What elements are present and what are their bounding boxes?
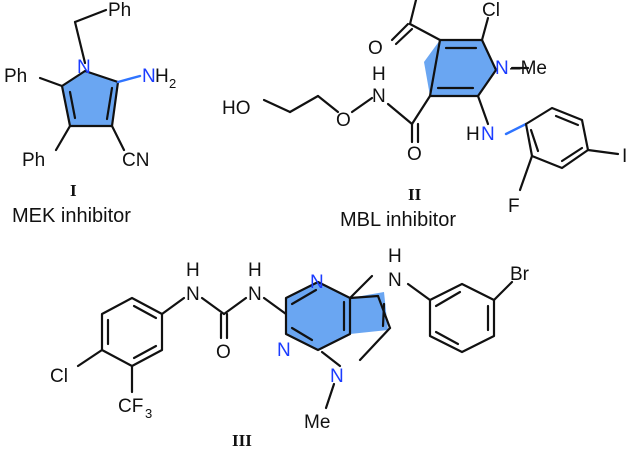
- compound-III-aryl-ring: [100, 296, 164, 368]
- compound-III-pyr-n1: N: [310, 272, 324, 293]
- compound-II: Cl N –Me O H N O HO O H N F I II MBL inh…: [222, 0, 627, 231]
- compound-III-pyrrole-n: N: [330, 366, 344, 387]
- compound-I-ph-left-bond: [38, 76, 64, 88]
- compound-III-br: Br: [510, 264, 530, 285]
- compound-I-pyrrole-ring: [62, 71, 118, 126]
- compound-III-numeral: III: [232, 431, 252, 450]
- compound-III-pyrrole-db: [381, 302, 386, 328]
- compound-III-pyr-db-3: [290, 326, 314, 342]
- compound-III-aryl-db-1: [132, 304, 158, 320]
- compound-III-me: Me: [304, 412, 330, 433]
- compound-II-oc-bond: [316, 94, 340, 114]
- compound-II-no-bond: [350, 96, 374, 114]
- compound-I-ring-n: N: [77, 57, 91, 78]
- compound-III-br-db-1: [434, 290, 462, 308]
- compound-II-cl-bond: [480, 16, 490, 42]
- compound-I-caption: MEK inhibitor: [12, 205, 131, 227]
- compound-III-cf3-sub: 3: [145, 406, 152, 421]
- compound-III-aryl-n-bond: [160, 296, 186, 316]
- compound-III-pyrrole-b4: [320, 350, 342, 368]
- compound-I-double-bond-a: [105, 86, 114, 121]
- compound-II-amide-bond: [410, 94, 432, 126]
- compound-III-cl: Cl: [50, 366, 68, 387]
- compound-III-urea-h2: H: [248, 260, 262, 281]
- compound-III-br-db-3: [434, 330, 460, 346]
- compound-III-c-n-bond: [222, 296, 248, 316]
- compound-III-pyr-n2: N: [277, 340, 291, 361]
- compound-I-ph-top: Ph: [108, 0, 131, 21]
- compound-I-nh2-sub: 2: [169, 76, 176, 91]
- compound-I-ring-bonds: [60, 69, 120, 128]
- compound-II-acyl-co-2: [394, 27, 414, 46]
- compound-II-aryl-db-3: [560, 146, 584, 163]
- compound-II-acyl-bond: [408, 22, 442, 42]
- compound-II-i-bond: [586, 148, 620, 156]
- compound-II-pyrrole-ring: [424, 40, 496, 96]
- compound-II-acyl-up: [408, 0, 418, 26]
- compound-II-amide-nh: [386, 102, 414, 126]
- compound-III-urea-h1: H: [186, 260, 200, 281]
- compound-III-n-aryl-bond: [406, 282, 432, 302]
- compound-I-ph-bottom-bond: [54, 124, 72, 152]
- compound-II-ho: HO: [222, 98, 251, 119]
- compound-II-aryl-db-2: [529, 128, 540, 153]
- compound-III-pyr-db-1: [290, 288, 318, 306]
- compound-II-o-top: O: [368, 38, 383, 59]
- compound-I-nh2-bond: [116, 74, 142, 84]
- compound-II-hn-n: N: [481, 124, 495, 145]
- compound-II-me: –Me: [510, 58, 547, 79]
- compound-II-f: F: [508, 196, 520, 217]
- compound-II-aryl-db-1: [554, 114, 580, 127]
- compound-I-ph-left: Ph: [4, 66, 27, 87]
- compound-III-n-c-bond: [200, 296, 226, 316]
- compound-II-o-amide: O: [407, 144, 422, 165]
- compound-III-pyrrole-b3: [358, 326, 392, 362]
- compound-I-nh2-h: H: [155, 66, 169, 87]
- compound-I-benzyl-bond-1: [73, 20, 87, 65]
- compound-II-hn-h: H: [466, 124, 480, 145]
- compound-III-aryl-db-2: [132, 344, 158, 360]
- compound-III-pyrrole-ring: [350, 292, 388, 334]
- compound-I-double-bond-b: [68, 90, 77, 120]
- compound-II-ring-n: N: [495, 58, 509, 79]
- compound-II-cl: Cl: [482, 0, 500, 21]
- compound-II-ring-bonds: [428, 38, 498, 98]
- compound-II-i: I: [622, 146, 627, 167]
- compound-II-cc-bond: [288, 94, 320, 114]
- compound-III-an-n: N: [388, 270, 402, 291]
- compound-II-nh-n: N: [372, 86, 386, 107]
- compound-III-pyrrole-b1: [348, 294, 380, 300]
- compound-III-c4-n-bond: [348, 274, 374, 300]
- compound-II-coh-bond: [262, 98, 292, 114]
- compound-III: Cl CF 3 H N H N O N N N Me H N Br III: [50, 246, 530, 450]
- compound-III-bromoaryl-ring: [428, 282, 496, 354]
- compound-III-n-me-bond: [324, 382, 336, 410]
- compound-II-f-bond: [518, 154, 534, 192]
- compound-II-anilino-bond: [476, 94, 490, 126]
- compound-III-cf3-c: CF: [118, 396, 143, 417]
- compound-II-o-ether: O: [336, 110, 351, 131]
- compound-II-caption: MBL inhibitor: [340, 209, 456, 231]
- compound-III-urea-n1: N: [186, 284, 200, 305]
- compound-I-cn-bond: [110, 124, 126, 152]
- compound-III-n-pyr-bond: [262, 296, 288, 316]
- compound-I-ph-bottom: Ph: [22, 150, 45, 171]
- compound-III-cl-bond: [76, 348, 104, 368]
- compound-III-br-bond: [492, 280, 514, 302]
- compound-II-nh-aryl-bond: [504, 122, 528, 136]
- compound-I-nh2-n: N: [142, 66, 156, 87]
- compound-III-an-h: H: [388, 246, 402, 267]
- compound-I-cn: CN: [122, 150, 149, 171]
- compound-I-numeral: I: [70, 181, 77, 200]
- compound-III-urea-n2: N: [248, 284, 262, 305]
- compound-II-acyl-co-1: [390, 22, 410, 42]
- compound-III-urea-o: O: [216, 342, 231, 363]
- compound-I-benzyl-bond-2: [73, 8, 108, 24]
- compound-I: Ph Ph N N H 2 Ph CN I MEK inhibitor: [4, 0, 176, 227]
- compound-II-numeral: II: [408, 185, 422, 204]
- compound-II-nh-h: H: [372, 64, 386, 85]
